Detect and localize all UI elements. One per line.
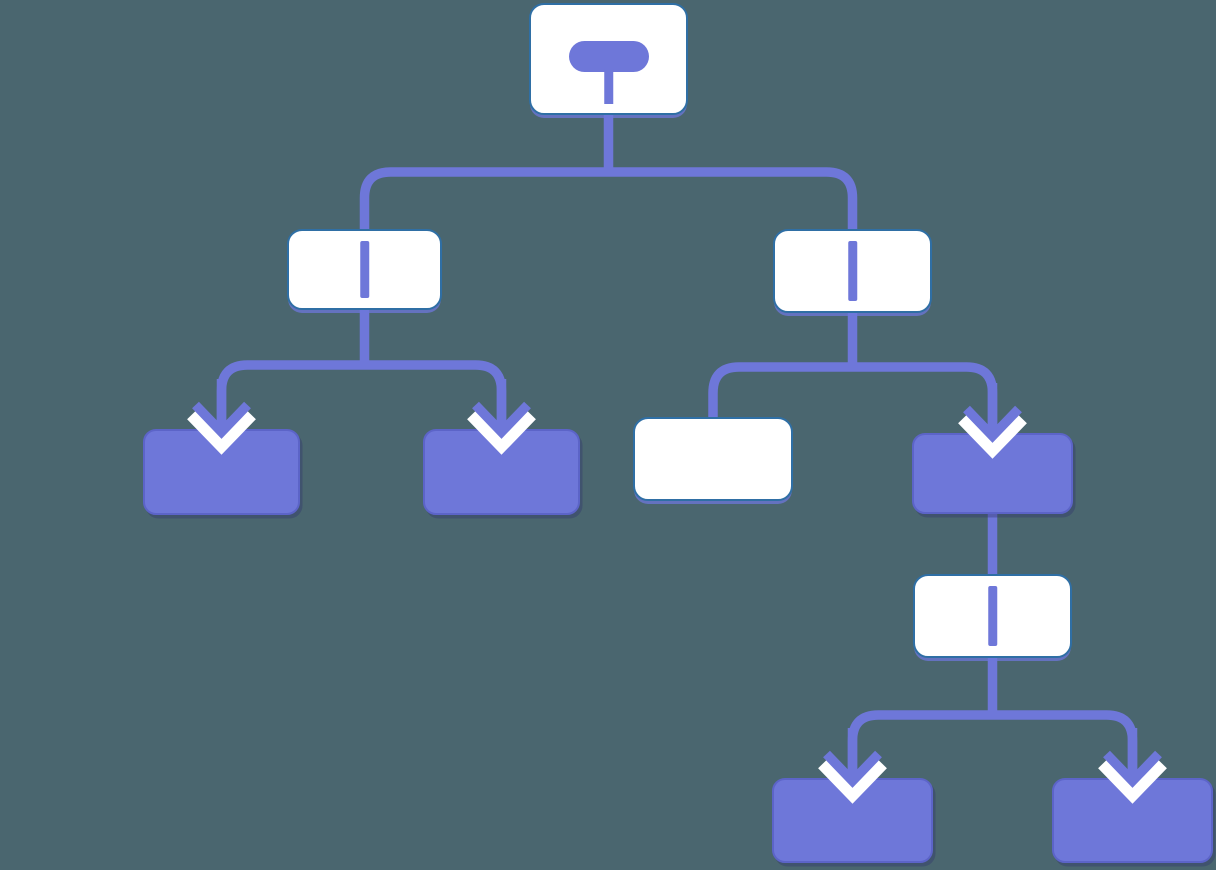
decision-bar-icon [359, 241, 370, 298]
decision-node-right[interactable] [773, 229, 932, 313]
decision-bar-icon [987, 586, 998, 646]
double-chevron-down-icon [818, 728, 887, 804]
empty-node[interactable] [633, 417, 793, 501]
edge-root-to-decisions[interactable] [359, 113, 858, 231]
decision-node-left[interactable] [287, 229, 442, 310]
double-chevron-down-icon [1098, 728, 1167, 804]
start-node[interactable] [529, 3, 688, 115]
start-pill-stem [603, 69, 614, 104]
decision-node-bottom[interactable] [913, 574, 1072, 658]
double-chevron-down-icon [467, 379, 536, 455]
edge-decision-right-fork[interactable] [708, 311, 998, 435]
start-pill-icon [568, 41, 649, 72]
decision-bar-icon [847, 241, 858, 301]
double-chevron-down-icon [958, 383, 1027, 459]
double-chevron-down-icon [187, 379, 256, 455]
